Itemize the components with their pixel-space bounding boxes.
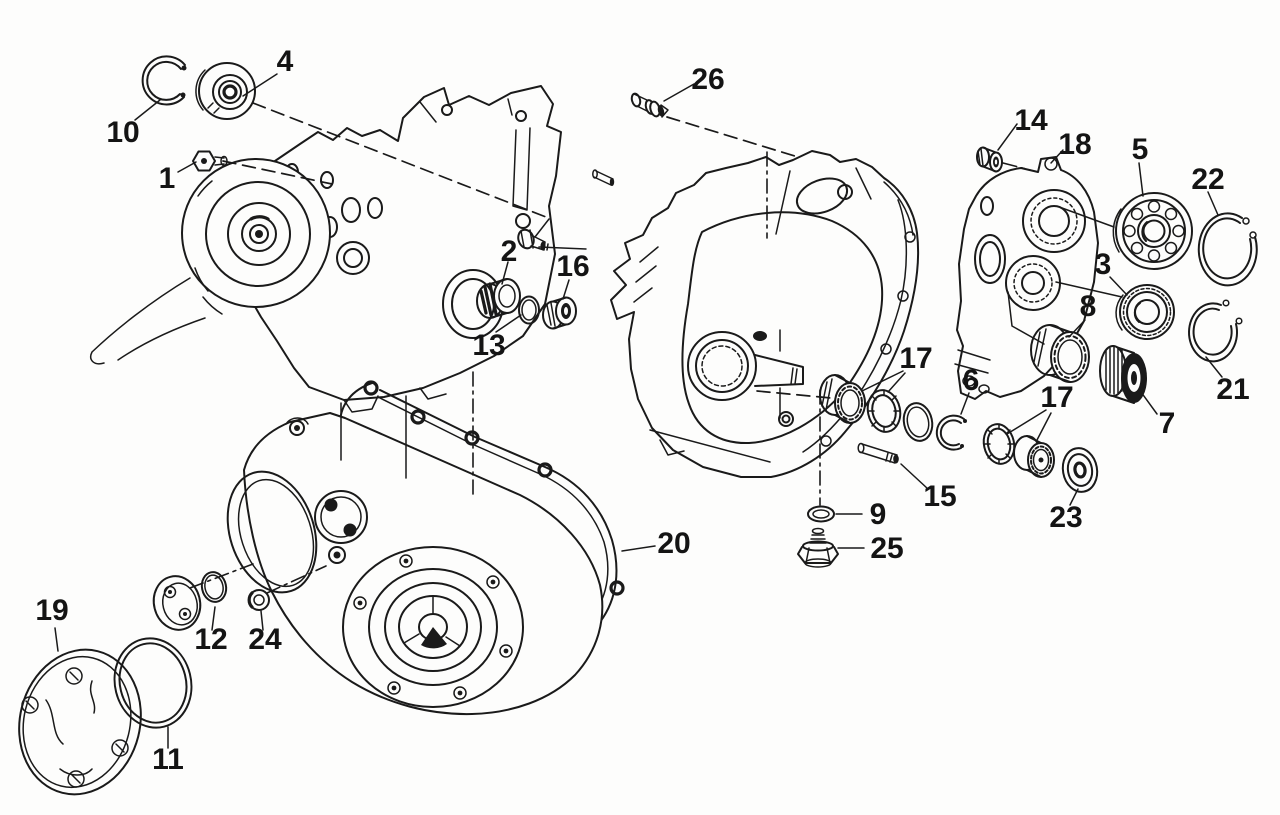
part-derby-cover-oring (113, 637, 193, 729)
callout-labels: 1 2 3 4 5 6 7 8 9 10 11 12 13 14 15 16 1… (35, 45, 1249, 776)
callout-17a: 17 (899, 342, 932, 375)
part-dowel-pin-15 (857, 442, 899, 464)
part-bearing-3 (1115, 284, 1175, 340)
part-washer-13 (518, 295, 540, 325)
callout-10: 10 (106, 116, 139, 149)
part-ring-17b (982, 423, 1016, 465)
callout-16: 16 (556, 250, 589, 283)
part-bearing-4 (195, 62, 256, 120)
part-bushing-14 (976, 146, 1003, 173)
callout-11: 11 (152, 743, 184, 776)
callout-6: 6 (963, 364, 980, 397)
callout-25: 25 (870, 532, 903, 565)
callout-22: 22 (1191, 163, 1224, 196)
part-fitting-26 (630, 92, 669, 118)
part-needle-bearing-17-chain (819, 374, 866, 424)
callout-8: 8 (1080, 290, 1097, 323)
part-left-crankcase-half (90, 85, 562, 413)
callout-5: 5 (1132, 133, 1149, 166)
callout-9: 9 (870, 498, 887, 531)
part-seal-23 (1061, 447, 1099, 493)
callout-19: 19 (35, 594, 68, 627)
part-grommet (247, 589, 270, 611)
part-snap-ring-6 (935, 414, 967, 451)
part-inner-primary-housing (610, 150, 920, 478)
part-drain-plug-25 (797, 527, 839, 568)
part-oring-9 (807, 505, 835, 523)
part-pin-top (592, 169, 615, 186)
part-bushing-2 (476, 278, 521, 319)
callout-7: 7 (1159, 407, 1176, 440)
callout-4: 4 (277, 45, 294, 78)
callout-23: 23 (1049, 501, 1082, 534)
part-ring-plain (902, 402, 934, 442)
callout-20: 20 (657, 527, 690, 560)
callout-2: 2 (501, 235, 518, 268)
part-derby-cover (18, 648, 142, 796)
callout-24: 24 (248, 623, 282, 656)
callout-3: 3 (1095, 248, 1112, 281)
callout-17b: 17 (1040, 381, 1073, 414)
callout-1: 1 (159, 162, 176, 195)
callout-14: 14 (1014, 104, 1048, 137)
part-ring-17a (866, 389, 902, 433)
leader-lines (54, 73, 1223, 749)
part-taper-bearing-17 (1013, 435, 1055, 478)
part-needle-bearing-8 (1030, 324, 1090, 383)
part-retaining-ring-22 (1197, 212, 1258, 287)
callout-13: 13 (472, 329, 505, 362)
part-retaining-ring-10 (141, 55, 187, 106)
part-hex-bolt (517, 228, 549, 251)
part-roller-bearing-7 (1099, 345, 1147, 404)
part-snap-ring-21 (1188, 299, 1243, 363)
part-inspection-cap (152, 575, 202, 631)
part-ball-bearing-5 (1112, 192, 1193, 270)
callout-12: 12 (194, 623, 227, 656)
callout-26: 26 (691, 63, 724, 96)
part-cap-oring (200, 571, 228, 603)
callout-15: 15 (923, 480, 956, 513)
part-primary-outer-cover (226, 412, 604, 716)
callout-18: 18 (1058, 128, 1091, 161)
callout-21: 21 (1216, 373, 1249, 406)
center-lines (189, 102, 1031, 594)
part-bushing-16 (542, 296, 577, 330)
